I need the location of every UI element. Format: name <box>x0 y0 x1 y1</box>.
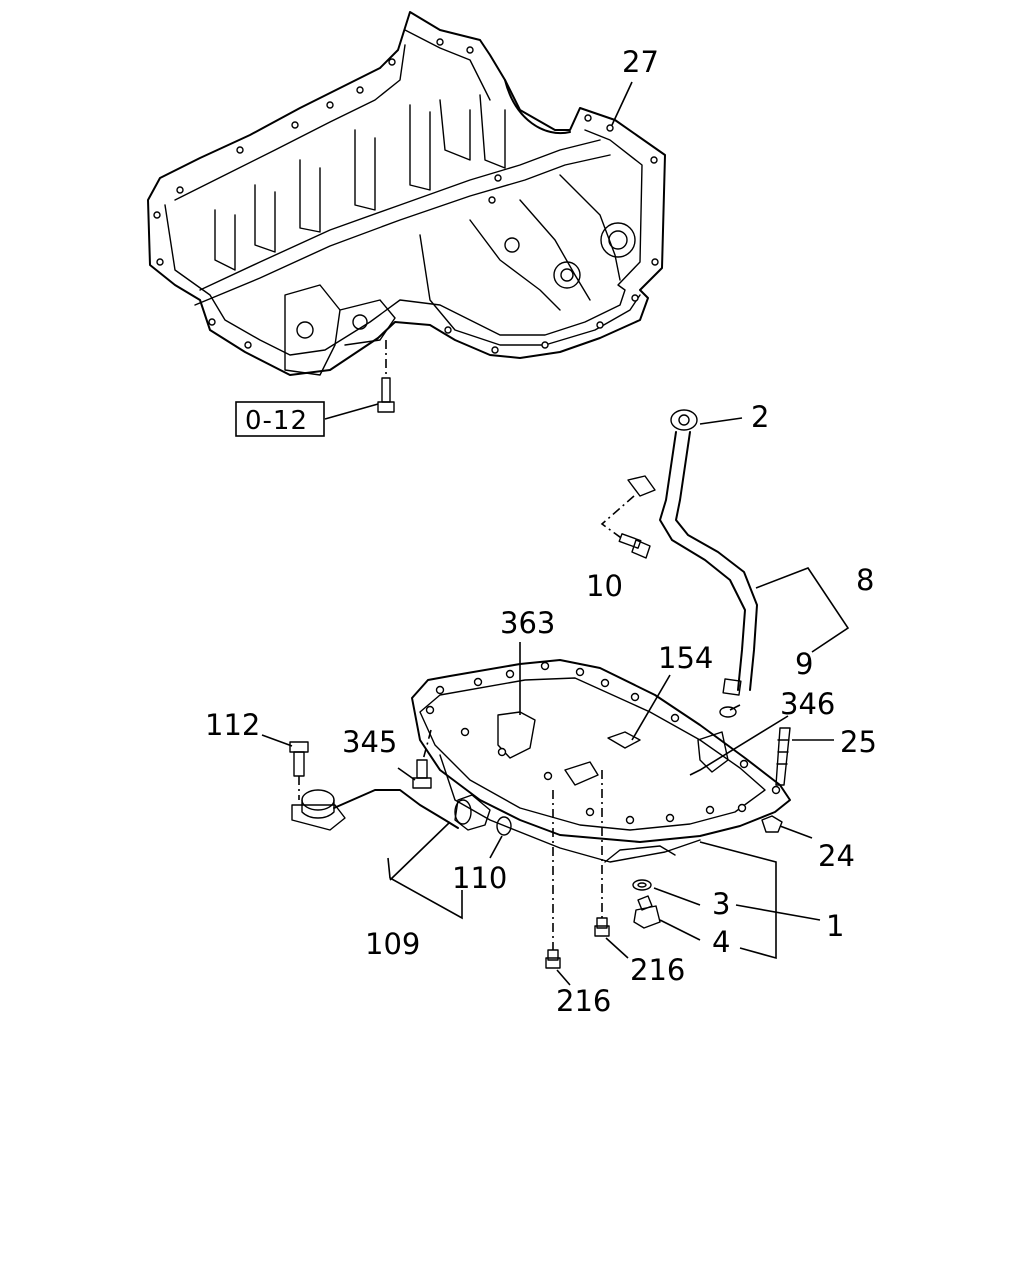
stud <box>775 727 791 786</box>
flange-bolt-holes <box>153 38 659 354</box>
reference-box[interactable]: 0-12 <box>235 401 325 437</box>
callout-2: 2 <box>751 400 769 434</box>
oil-level-switch-assembly <box>291 789 512 836</box>
callout-346: 346 <box>780 687 835 721</box>
nut <box>761 815 783 833</box>
callout-8: 8 <box>856 563 874 597</box>
callout-27: 27 <box>622 45 659 79</box>
callout-363: 363 <box>500 606 555 640</box>
oil-pan <box>411 659 791 863</box>
oil-level-gauge-guide <box>627 409 758 718</box>
callout-10: 10 <box>586 569 623 603</box>
callout-216-left: 216 <box>556 984 611 1018</box>
bolt-112 <box>289 741 309 800</box>
reference-box-label: 0-12 <box>245 406 308 436</box>
guide-bolt <box>600 495 651 559</box>
callout-112: 112 <box>205 708 260 742</box>
callout-9: 9 <box>795 647 813 681</box>
callout-110: 110 <box>452 861 507 895</box>
leader-lines <box>261 81 850 986</box>
bolt-345 <box>412 729 432 789</box>
callout-109: 109 <box>365 927 420 961</box>
callout-3: 3 <box>712 887 730 921</box>
pan-bolt-holes <box>425 661 781 825</box>
callout-24: 24 <box>818 839 855 873</box>
mounting-bolt <box>377 340 395 413</box>
callout-345: 345 <box>342 725 397 759</box>
callout-216-right: 216 <box>630 953 685 987</box>
drain-plug <box>633 895 661 929</box>
callout-labels: 27 2 8 9 10 363 154 346 25 112 345 24 11… <box>205 45 877 1018</box>
drain-plug-gasket <box>632 879 652 891</box>
callout-154: 154 <box>658 641 713 675</box>
callout-25: 25 <box>840 725 877 759</box>
upper-crankcase-assembly <box>147 11 666 376</box>
callout-1: 1 <box>826 909 844 943</box>
bolts-216 <box>545 770 610 969</box>
callout-4: 4 <box>712 925 730 959</box>
